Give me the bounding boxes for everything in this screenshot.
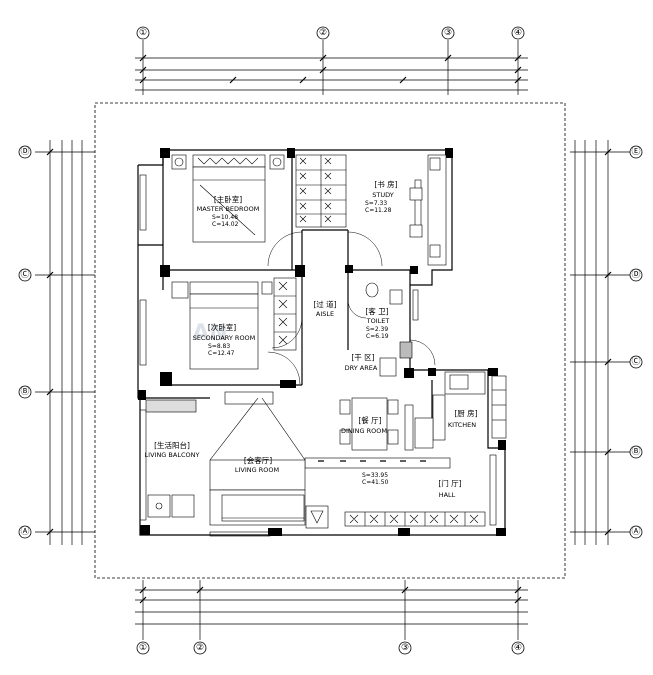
dining-room-cn: [餐 厅] <box>358 416 381 425</box>
secondary-room-cn: [次卧室] <box>208 322 236 332</box>
dimension-ticks <box>46 54 612 604</box>
axis-right-c: Ⓒ <box>631 356 640 367</box>
dining-room-en: DINING ROOM <box>341 427 387 435</box>
master-nightstands <box>171 154 285 170</box>
hall-cabinet <box>344 511 486 527</box>
watermark: AN <box>192 321 227 346</box>
master-bedroom-en: MASTER BEDROOM <box>197 205 260 213</box>
hall-cn: [门 厅] <box>438 479 461 488</box>
axis-bubbles <box>18 26 643 655</box>
secondary-room-s: S=8.83 <box>208 343 230 350</box>
secondary-bed <box>171 281 273 370</box>
study-cn: [书 房] <box>374 179 397 189</box>
axis-right-a: Ⓐ <box>631 526 640 537</box>
axis-bottom-1: ① <box>139 643 147 653</box>
hall-en: HALL <box>439 491 456 499</box>
living-room-s: S=33.95 <box>362 472 388 479</box>
axis-top-3: ③ <box>444 28 452 38</box>
dry-area-cn: [干 区] <box>351 353 374 362</box>
living-sofa <box>209 397 329 529</box>
study-desk <box>409 154 447 266</box>
toilet-s: S=2.39 <box>366 326 388 333</box>
study-s: S=7.33 <box>365 200 387 207</box>
axis-bottom-3: ③ <box>401 643 409 653</box>
master-bedroom-s: S=10.48 <box>212 214 238 221</box>
axis-top-4: ④ <box>514 28 522 38</box>
axis-top-1: ① <box>139 28 147 38</box>
secondary-room-c: C=12.47 <box>208 350 235 357</box>
study-en: STUDY <box>372 191 394 199</box>
living-room-en: LIVING ROOM <box>235 466 279 474</box>
tv-cabinet <box>224 391 451 469</box>
master-bedroom-cn: [主卧室] <box>214 194 242 204</box>
toilet-c: C=6.19 <box>366 333 389 340</box>
axis-right-b: Ⓑ <box>631 446 640 457</box>
master-bedroom-c: C=14.02 <box>212 221 239 228</box>
study-c: C=11.28 <box>365 207 392 214</box>
wall-columns <box>138 148 506 536</box>
axis-grid <box>35 40 630 640</box>
toilet-cn: [客 卫] <box>365 306 388 316</box>
axis-right-d: Ⓓ <box>631 269 640 280</box>
dry-area-en: DRY AREA <box>345 364 378 372</box>
master-bed <box>192 154 266 243</box>
doors <box>267 231 436 385</box>
balcony-appliances <box>145 399 197 518</box>
axis-right-e: Ⓔ <box>631 146 640 157</box>
living-balcony-en: LIVING BALCONY <box>145 451 200 459</box>
kitchen-cn: [厨 房] <box>454 408 477 418</box>
living-room-cn: [会客厅] <box>244 455 272 465</box>
master-wardrobe <box>295 154 347 228</box>
kitchen-counter <box>432 371 507 441</box>
axis-left-c: Ⓒ <box>20 269 29 280</box>
kitchen-en: KITCHEN <box>448 421 476 429</box>
room-labels: [主卧室] MASTER BEDROOM S=10.48 C=14.02 [书 … <box>145 179 478 499</box>
axis-labels: ① ② ③ ④ ① ② ③ ④ Ⓓ Ⓒ Ⓑ Ⓐ Ⓔ Ⓓ Ⓒ Ⓑ Ⓐ <box>20 28 640 653</box>
secondary-room-en: SECONDARY ROOM <box>193 334 256 342</box>
secondary-wardrobe <box>273 277 297 351</box>
living-room-c: C=41.50 <box>362 479 389 486</box>
axis-left-b: Ⓑ <box>20 386 29 397</box>
plan-boundary <box>94 102 566 579</box>
axis-left-a: Ⓐ <box>20 526 29 537</box>
axis-top-2: ② <box>319 28 327 38</box>
axis-bottom-4: ④ <box>514 643 522 653</box>
dry-area-sink <box>379 357 397 377</box>
axis-bottom-2: ② <box>196 643 204 653</box>
axis-left-d: Ⓓ <box>20 146 29 157</box>
aisle-cn: [过 道] <box>313 299 336 309</box>
dining-table <box>339 397 434 451</box>
living-balcony-cn: [生活阳台] <box>154 440 190 450</box>
toilet-en: TOILET <box>366 317 390 325</box>
toilet-fixtures <box>365 282 413 359</box>
aisle-en: AISLE <box>316 310 334 318</box>
